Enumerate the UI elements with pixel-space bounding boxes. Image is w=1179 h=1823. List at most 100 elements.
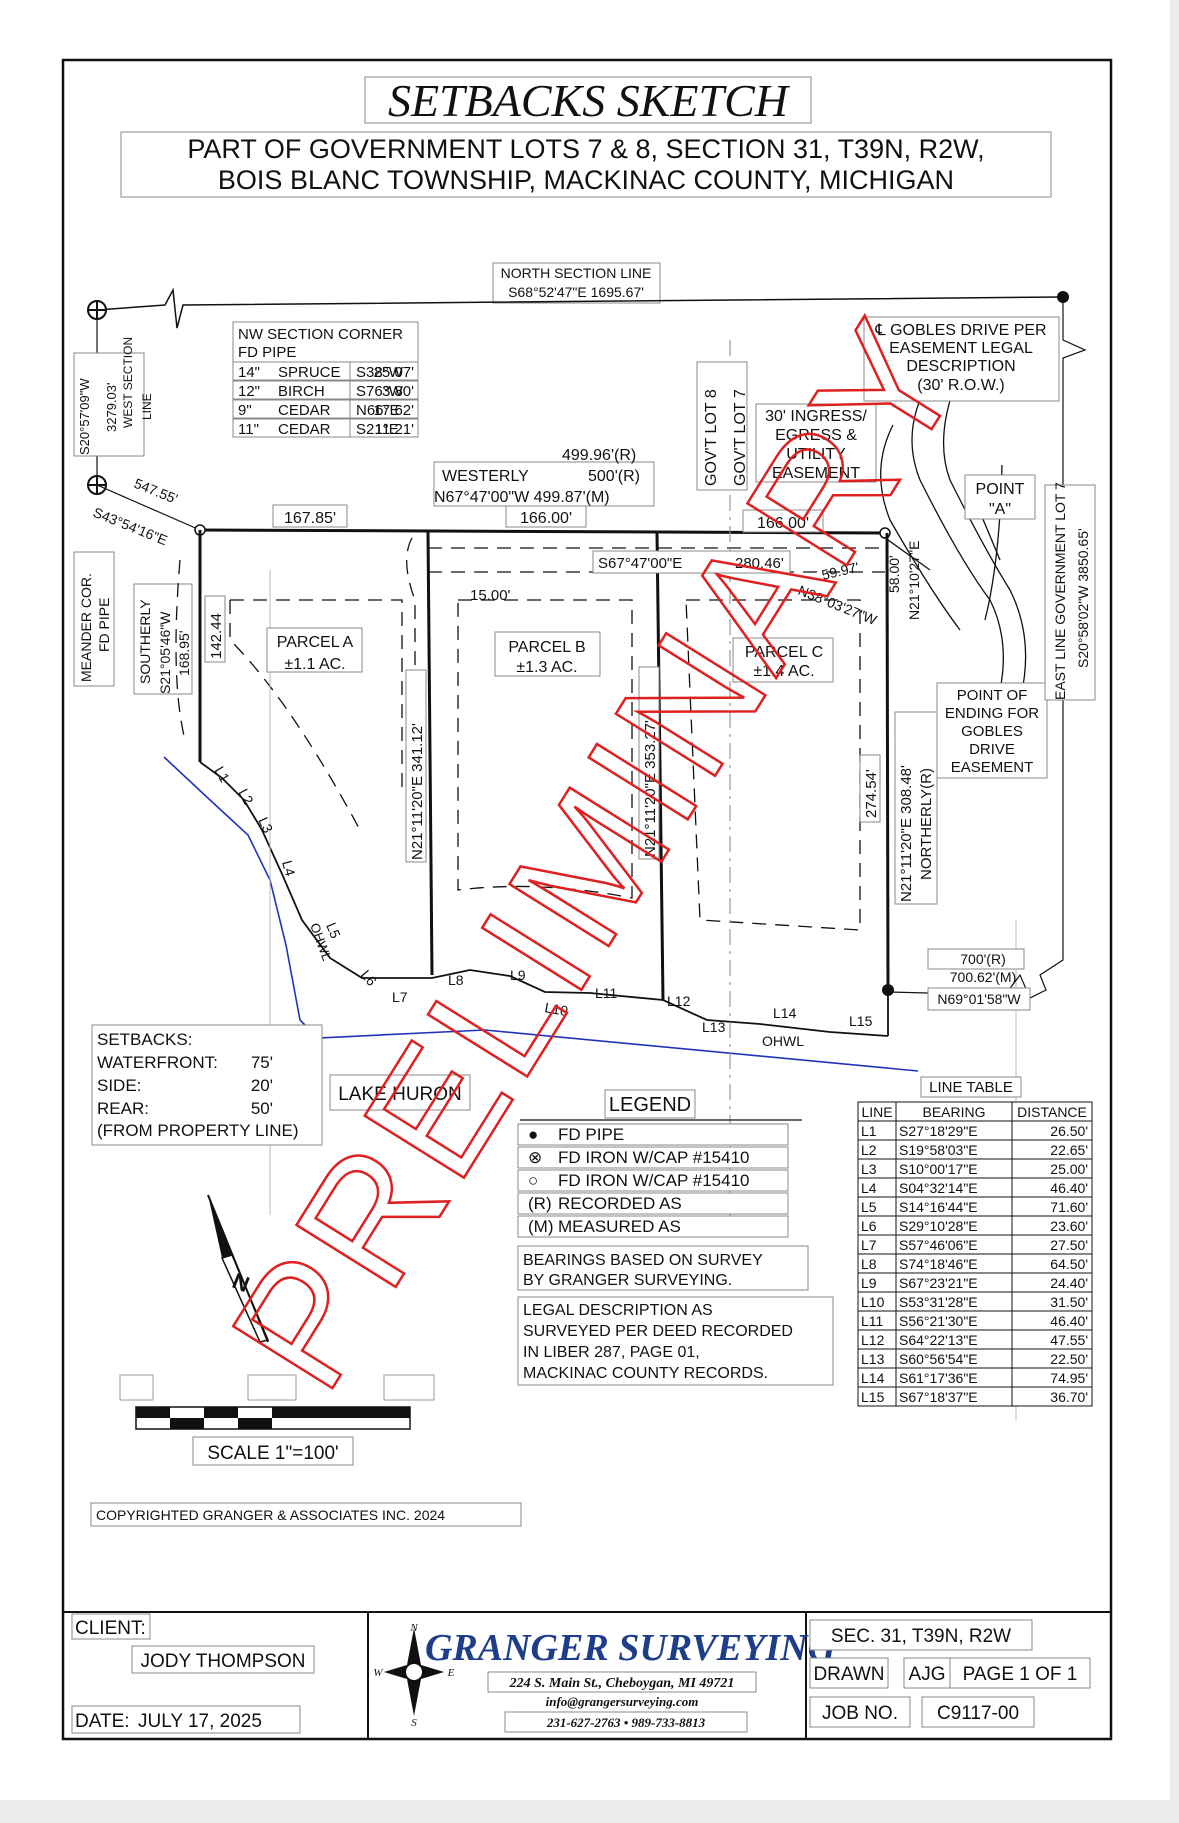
- gobles-line3: DESCRIPTION: [906, 358, 1015, 375]
- line-table-cell: L6: [861, 1218, 877, 1234]
- shore-label-l8: L8: [448, 972, 464, 988]
- dim-341: N21°11'20"E 341.12': [409, 723, 426, 860]
- page-info: PAGE 1 OF 1: [963, 1664, 1078, 1685]
- compass-n: N: [409, 1622, 418, 1634]
- setback-waterfront-value: 75': [251, 1053, 273, 1072]
- bearings-note-line2: BY GRANGER SURVEYING.: [523, 1272, 732, 1289]
- section-info: SEC. 31, T39N, R2W: [831, 1626, 1011, 1647]
- shore-label-l11: L11: [595, 985, 618, 1001]
- line-table-cell: 36.70': [1050, 1389, 1088, 1405]
- line-table-cell: 46.40': [1050, 1313, 1088, 1329]
- legal-note-line1: LEGAL DESCRIPTION AS: [523, 1302, 713, 1319]
- line-table-cell: S53°31'28"E: [899, 1294, 978, 1310]
- subtitle-line1: PART OF GOVERNMENT LOTS 7 & 8, SECTION 3…: [187, 134, 984, 164]
- ohwl-label-2: OHWL: [762, 1033, 804, 1049]
- line-table-cell: L11: [861, 1313, 884, 1329]
- point-end-line5: EASEMENT: [951, 759, 1034, 776]
- line-table-cell: L10: [861, 1294, 885, 1310]
- tie-tree: CEDAR: [278, 402, 331, 419]
- north-section-box: [492, 262, 661, 304]
- dim-700m: 700.62'(M): [950, 969, 1016, 985]
- east-line-label: EAST LINE GOVERNMENT LOT 7: [1052, 482, 1068, 700]
- setback-side-value: 20': [251, 1076, 273, 1095]
- line-table-cell: L15: [861, 1389, 885, 1405]
- parcel-a-area: ±1.1 AC.: [284, 656, 345, 673]
- tie-size: 12": [238, 383, 260, 400]
- gobles-drive-centerline: [880, 424, 961, 631]
- ingress-line3: UTILITY: [786, 446, 846, 463]
- line-table-cell: S57°46'06"E: [899, 1237, 978, 1253]
- lake-label: LAKE HURON: [338, 1084, 462, 1105]
- line-table-cell: S14°16'44"E: [899, 1199, 978, 1215]
- parcel-c-name: PARCEL C: [745, 644, 823, 661]
- shore-label-l14: L14: [773, 1005, 797, 1021]
- line-table-cell: S74°18'46"E: [899, 1256, 978, 1272]
- legend-text: FD IRON W/CAP #15410: [558, 1171, 749, 1190]
- legend-text: FD PIPE: [558, 1125, 624, 1144]
- setback-side-label: SIDE:: [97, 1076, 141, 1095]
- tie-bearing: N66°E: [356, 402, 400, 419]
- drawn-by: AJG: [909, 1664, 946, 1685]
- line-table-cell: L1: [861, 1123, 877, 1139]
- west-section-label2: LINE: [140, 393, 154, 420]
- north-arrow: N: [207, 1194, 270, 1343]
- line-table-cell: 22.65': [1050, 1142, 1088, 1158]
- line-table-cell: 26.50': [1050, 1123, 1088, 1139]
- shore-label-l5: L5: [323, 920, 344, 941]
- ingress-line4: EASEMENT: [772, 465, 860, 482]
- legend-symbol: ○: [528, 1171, 538, 1190]
- subtitle-line2: BOIS BLANC TOWNSHIP, MACKINAC COUNTY, MI…: [218, 165, 954, 195]
- dim-15: 15.00': [470, 587, 511, 604]
- point-a-line2: "A": [989, 501, 1011, 518]
- shore-label-l1: L1: [211, 764, 233, 786]
- parcel-a-b-line: [426, 531, 434, 976]
- tie-dist: 3.80': [382, 383, 414, 400]
- legend-text: FD IRON W/CAP #15410: [558, 1148, 749, 1167]
- ohwl-shoreline: [199, 761, 889, 1037]
- company-email: info@grangersurveying.com: [546, 1694, 699, 1709]
- meander-line2: FD PIPE: [96, 598, 112, 652]
- line-table-cell: S67°18'37"E: [899, 1389, 978, 1405]
- westerly-r2: 500'(R): [588, 468, 640, 485]
- point-end-line3: GOBLES: [961, 723, 1023, 740]
- legend-symbol: (R): [528, 1194, 552, 1213]
- line-table-cell: S64°22'13"E: [899, 1332, 978, 1348]
- east-line-lot7: [887, 297, 1087, 999]
- compass-e: E: [447, 1667, 455, 1679]
- line-table-cell: 23.60': [1050, 1218, 1088, 1234]
- gobles-line2: EASEMENT LEGAL: [889, 340, 1033, 357]
- parcel-b-area: ±1.3 AC.: [516, 659, 577, 676]
- parcel-c-east-line: [885, 532, 890, 991]
- line-table-cell: L4: [861, 1180, 877, 1196]
- legal-note-line2: SURVEYED PER DEED RECORDED: [523, 1323, 793, 1340]
- dim-northerly: NORTHERLY(R): [918, 768, 935, 880]
- copyright: COPYRIGHTED GRANGER & ASSOCIATES INC. 20…: [96, 1507, 445, 1523]
- legend-text: RECORDED AS: [558, 1194, 682, 1213]
- parcel-c-area: ±1.4 AC.: [753, 663, 814, 680]
- parcel-c-envelope: [685, 599, 861, 931]
- line-table-cell: L7: [861, 1237, 877, 1253]
- tie-bearing: S76°W: [356, 383, 404, 400]
- shore-label-l12: L12: [667, 993, 691, 1009]
- line-table-cell: S19°58'03"E: [899, 1142, 978, 1158]
- title-box: [364, 76, 812, 124]
- client-label: CLIENT:: [75, 1618, 146, 1639]
- line-table-cell: S61°17'36"E: [899, 1370, 978, 1386]
- dim-353: N21°11'20"E 353.27': [642, 720, 659, 857]
- westerly-label: WESTERLY: [442, 468, 529, 485]
- line-table-cell: 71.60': [1050, 1199, 1088, 1215]
- line-table-cell: 46.40': [1050, 1180, 1088, 1196]
- southerly-dist: 168.95': [176, 631, 192, 677]
- dim-n69: N69°01'58"W: [937, 991, 1021, 1007]
- tie-dist: 17.62': [374, 402, 415, 419]
- job-label: JOB NO.: [822, 1703, 898, 1724]
- shore-label-l9: L9: [510, 967, 526, 983]
- legend-symbol: ●: [528, 1125, 538, 1144]
- line-table-cell: S29°10'28"E: [899, 1218, 978, 1234]
- line-table-cell: S60°56'54"E: [899, 1351, 978, 1367]
- line-table-cell: L2: [861, 1142, 877, 1158]
- west-section-bearing: S20°57'09"W: [77, 378, 92, 455]
- scale-label: SCALE 1"=100': [207, 1443, 338, 1464]
